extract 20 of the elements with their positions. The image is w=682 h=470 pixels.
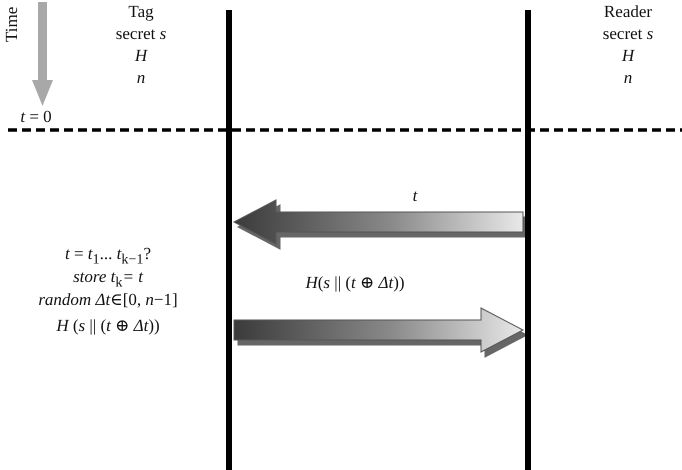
party-label: Reader — [604, 2, 652, 22]
block-arrow — [234, 307, 524, 353]
computation-text: random Δt∈[0, n−1] — [38, 290, 178, 310]
axis-label: Time — [2, 6, 22, 42]
edge-label: H(s || (t ⊕ Δt)) — [305, 273, 405, 293]
party-label: H — [622, 46, 634, 66]
party-label: n — [136, 68, 146, 88]
lifeline-bar — [226, 10, 232, 470]
party-label: H — [134, 46, 148, 66]
party-label: Tag — [128, 2, 154, 22]
party-label: secret s — [602, 24, 654, 44]
party-label: n — [624, 68, 632, 88]
time-zero-label: t = 0 — [20, 107, 52, 127]
edge-label: t — [412, 186, 418, 206]
computation-text: t = t$_{1}$... t$_{k−1}$? — [64, 244, 152, 268]
block-arrow — [232, 199, 524, 245]
party-label: secret s — [116, 24, 166, 44]
computation-text: store t$_{k}$= t — [73, 267, 143, 291]
computation-text: H (s || (t ⊕ Δt)) — [56, 316, 160, 336]
lifeline-bar — [525, 10, 531, 470]
